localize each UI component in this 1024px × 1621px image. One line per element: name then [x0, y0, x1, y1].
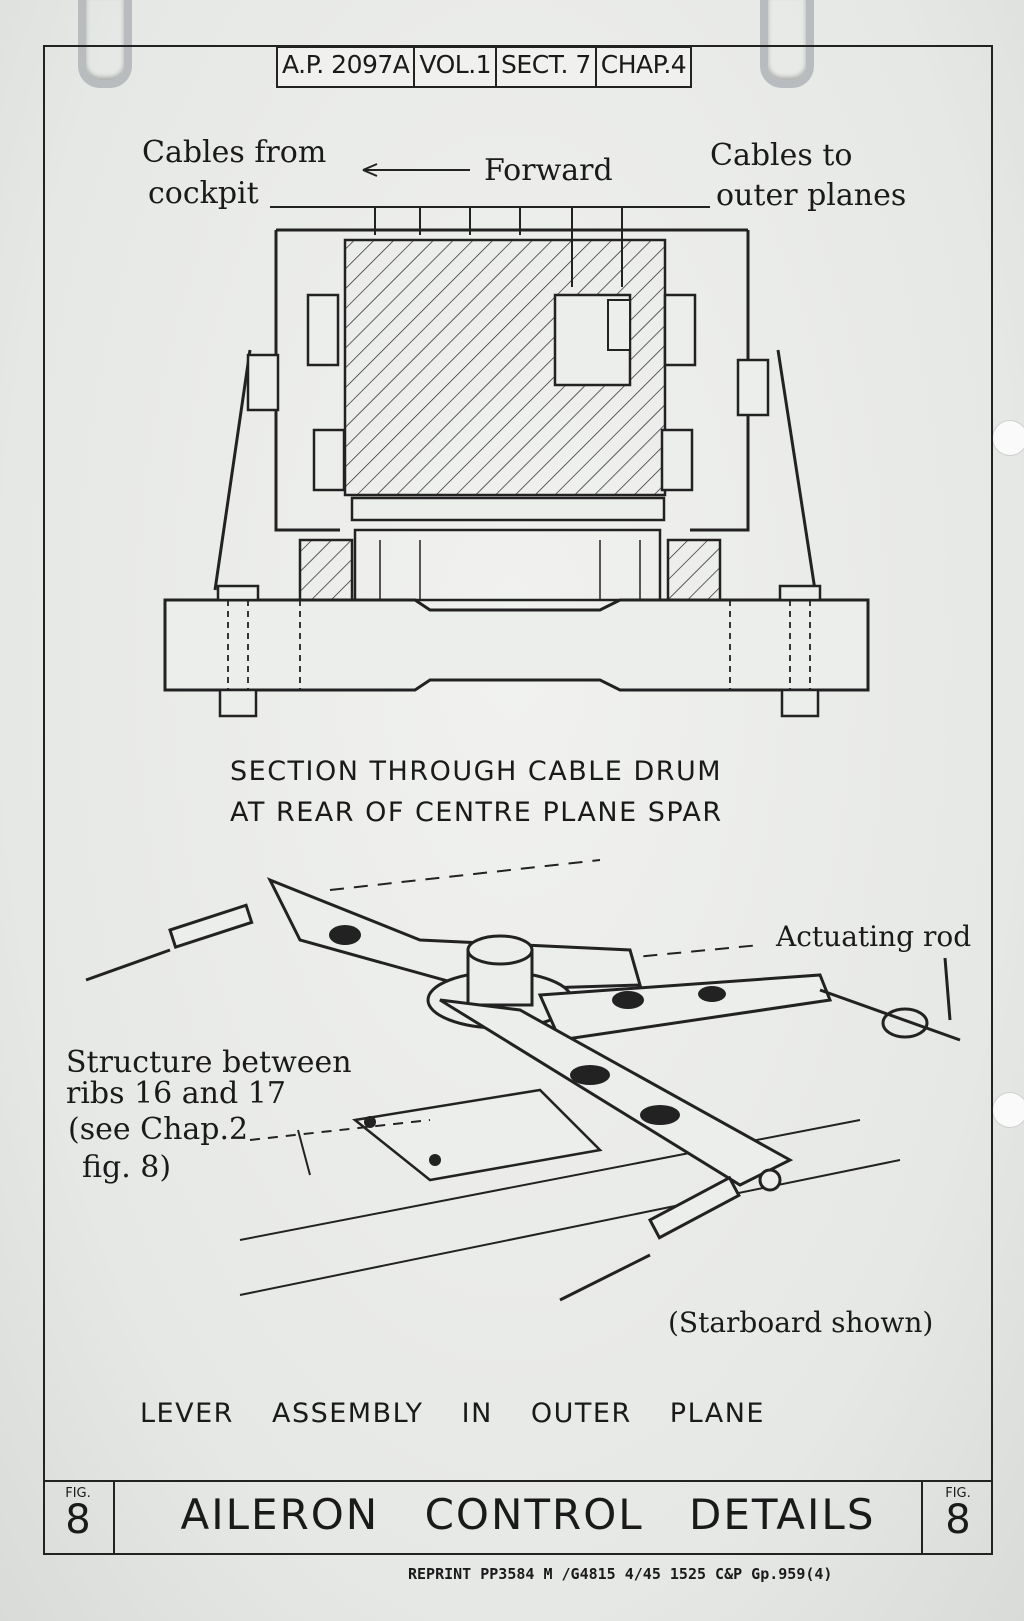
reprint-line: REPRINT PP3584 M /G4815 4/45 1525 C&P Gp… — [408, 1565, 833, 1583]
label-cables-from-line2: cockpit — [148, 176, 259, 211]
fig-number-right: 8 — [945, 1497, 971, 1543]
upper-caption-line2: AT REAR OF CENTRE PLANE SPAR — [230, 797, 723, 828]
punch-hole-upper — [992, 420, 1024, 456]
ref-section: SECT. 7 — [497, 48, 597, 86]
label-structure-line3: (see Chap.2 — [68, 1112, 249, 1147]
fig-box-right: FIG. 8 — [921, 1482, 993, 1555]
label-cables-from-line1: Cables from — [142, 135, 327, 170]
ref-ap-number: A.P. 2097A — [278, 48, 416, 86]
reference-header: A.P. 2097A VOL.1 SECT. 7 CHAP.4 — [276, 46, 693, 88]
fig-label-left: FIG. — [65, 1486, 91, 1501]
title-block: FIG. 8 AILERON CONTROL DETAILS FIG. 8 — [43, 1480, 993, 1555]
label-structure-line4: fig. 8) — [82, 1150, 172, 1185]
fig-box-left: FIG. 8 — [43, 1482, 115, 1555]
binder-ring-left — [78, 0, 132, 88]
upper-caption-line1: SECTION THROUGH CABLE DRUM — [230, 756, 723, 787]
label-cables-to-line1: Cables to — [710, 138, 853, 173]
label-actuating-rod: Actuating rod — [776, 920, 972, 953]
figure-title: AILERON CONTROL DETAILS — [180, 1490, 876, 1539]
ref-chapter: CHAP.4 — [600, 50, 687, 79]
binder-ring-right — [760, 0, 814, 88]
label-structure-line1: Structure between — [66, 1045, 352, 1080]
label-cables-to-line2: outer planes — [716, 178, 907, 213]
fig-number-left: 8 — [65, 1497, 91, 1543]
label-structure-line2: ribs 16 and 17 — [66, 1076, 286, 1111]
label-starboard-shown: (Starboard shown) — [668, 1306, 934, 1339]
ref-volume: VOL.1 — [415, 48, 498, 86]
lower-caption: LEVER ASSEMBLY IN OUTER PLANE — [140, 1398, 765, 1429]
label-forward: Forward — [484, 153, 613, 188]
fig-label-right: FIG. — [945, 1486, 971, 1501]
